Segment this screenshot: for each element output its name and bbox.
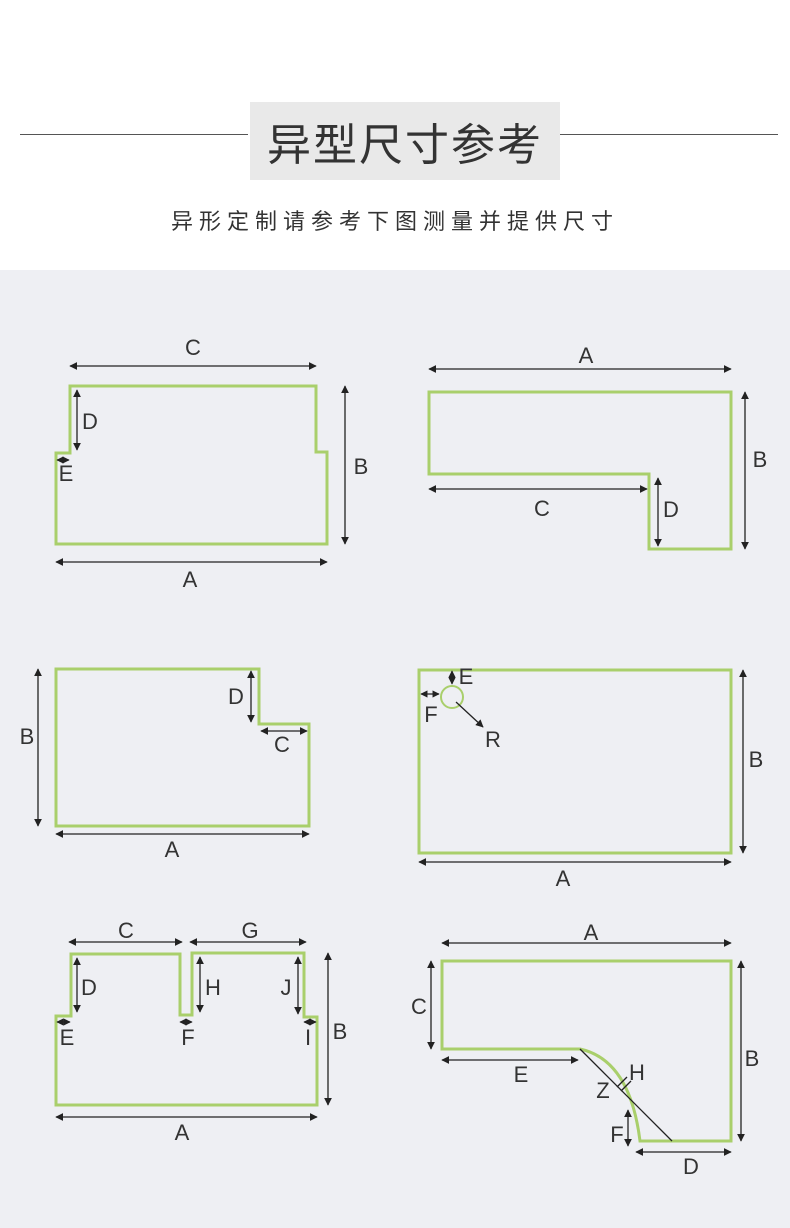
label-h: H (629, 1060, 645, 1085)
label-f: F (424, 702, 437, 727)
label-d: D (228, 684, 244, 709)
label-j: J (281, 975, 292, 1000)
diagram-2: A B C D (427, 343, 768, 551)
label-b: B (333, 1019, 348, 1044)
label-c: C (118, 918, 134, 943)
label-h: H (205, 975, 221, 1000)
diagram-5: C G B A D H J E F I (54, 918, 348, 1145)
shape-outline (54, 951, 319, 1107)
shape-outline (427, 390, 733, 551)
shape-outline (54, 667, 311, 828)
page-subtitle: 异形定制请参考下图测量并提供尺寸 (170, 210, 619, 235)
label-b: B (753, 447, 768, 472)
label-f: F (181, 1025, 194, 1050)
label-e: E (60, 1025, 75, 1050)
dim-arrow-r (455, 701, 484, 728)
shape-outline (417, 668, 733, 855)
label-a: A (556, 866, 571, 891)
label-d: D (663, 497, 679, 522)
label-i: I (305, 1025, 311, 1050)
diagram-4: A B E F R (417, 664, 764, 891)
shape-outline (54, 384, 329, 546)
label-a: A (584, 920, 599, 945)
label-c: C (411, 994, 427, 1019)
title-rule-right (560, 134, 778, 135)
label-d: D (82, 409, 98, 434)
chord-line-z (579, 1048, 673, 1142)
title-rule-left (20, 134, 248, 135)
label-d: D (81, 975, 97, 1000)
label-b: B (745, 1046, 760, 1071)
label-g: G (241, 918, 258, 943)
hole-outline (440, 685, 464, 709)
label-c: C (185, 335, 201, 360)
label-a: A (183, 567, 198, 592)
label-e: E (59, 461, 74, 486)
label-z: Z (596, 1078, 609, 1103)
diagram-3: B A D C (20, 667, 311, 862)
label-b: B (354, 454, 369, 479)
label-e: E (459, 664, 474, 689)
label-c: C (534, 496, 550, 521)
shape-outline (440, 959, 733, 1143)
diagram-6: A B C E H Z F D (411, 920, 759, 1179)
label-b: B (749, 747, 764, 772)
label-e: E (514, 1062, 529, 1087)
label-a: A (175, 1120, 190, 1145)
dim-tick-h (616, 1076, 628, 1088)
label-f: F (610, 1122, 623, 1147)
label-r: R (485, 727, 501, 752)
diagrams-panel (0, 270, 790, 1228)
diagram-1: C A B D E (54, 335, 369, 592)
label-d: D (683, 1154, 699, 1179)
label-c: C (274, 732, 290, 757)
label-a: A (579, 343, 594, 368)
label-a: A (165, 837, 180, 862)
dim-tick-h2 (620, 1080, 632, 1092)
page-title: 异型尺寸参考 (250, 102, 560, 180)
label-b: B (20, 724, 35, 749)
